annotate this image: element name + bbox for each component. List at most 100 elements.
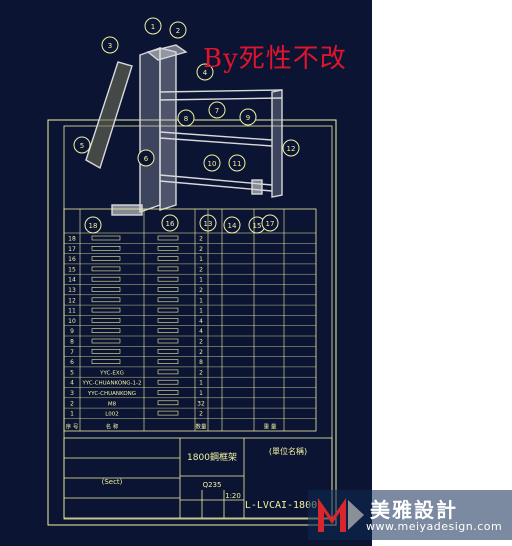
- m-mark-icon: [318, 498, 346, 532]
- bom-part-placeholder: [91, 338, 121, 344]
- bom-material-placeholder: [157, 410, 179, 416]
- callout-7: 7: [208, 101, 226, 119]
- bom-row-number: 2: [70, 400, 74, 407]
- bom-material-placeholder: [157, 266, 179, 272]
- left-post: [139, 47, 161, 213]
- bom-material-placeholder: [157, 400, 179, 406]
- callout-label: 6: [144, 155, 149, 163]
- bom-row-number: 17: [68, 246, 76, 253]
- logo-brand: 美雅設計: [370, 498, 458, 522]
- bom-qty: 32: [197, 400, 205, 407]
- bom-material-placeholder: [157, 390, 179, 395]
- bom-material-placeholder: [157, 359, 179, 364]
- middle-beam-edge: [159, 137, 273, 147]
- callout-label: 12: [287, 145, 296, 153]
- bom-part-placeholder: [91, 287, 121, 292]
- bom-qty: 2: [199, 266, 203, 273]
- callout-8: 8: [177, 109, 195, 127]
- unit-label: (單位名稱): [269, 446, 307, 456]
- bom-part-placeholder: [91, 266, 121, 272]
- bom-material-placeholder: [157, 379, 179, 385]
- bom-qty: 2: [199, 246, 203, 253]
- callout-label: 11: [233, 160, 242, 168]
- callout-17: 17: [261, 214, 279, 232]
- callout-16: 16: [161, 214, 179, 232]
- callout-14: 14: [223, 216, 241, 234]
- bom-row-number: 6: [70, 359, 74, 366]
- callout-label: 1: [151, 23, 155, 31]
- callout-label: 15: [253, 222, 262, 230]
- bom-part-placeholder: [91, 297, 121, 303]
- bom-header-label: 序 号: [66, 422, 79, 430]
- bom-material-placeholder: [157, 246, 179, 251]
- drawing-name: 1800鋼框架: [187, 451, 237, 463]
- bom-header-label: 名 称: [106, 422, 119, 430]
- bom-row-number: 15: [68, 266, 76, 273]
- bom-row-number: 7: [70, 349, 74, 356]
- bom-material-placeholder: [157, 307, 179, 313]
- callout-label: 8: [184, 115, 188, 123]
- bom-part-name: YYC-CHUANKONG: [87, 391, 136, 397]
- bom-qty: 2: [199, 411, 203, 418]
- right-post: [271, 89, 283, 198]
- callout-2: 2: [169, 21, 187, 39]
- bom-material-placeholder: [157, 328, 179, 334]
- bom-qty: 4: [199, 328, 203, 335]
- callout-11: 11: [228, 154, 246, 172]
- bom-row-number: 9: [70, 328, 74, 335]
- callout-5: 5: [73, 136, 91, 154]
- bom-row-number: 4: [70, 380, 74, 387]
- bom-header-label: 重 量: [264, 422, 277, 430]
- material-value: Q235: [203, 481, 222, 489]
- bom-qty: 4: [199, 318, 203, 325]
- callout-label: 5: [80, 142, 84, 150]
- callout-label: 10: [208, 160, 217, 168]
- bom-qty: 8: [199, 359, 203, 366]
- callout-label: 17: [266, 220, 275, 228]
- bom-part-placeholder: [91, 359, 121, 364]
- callout-label: 7: [215, 107, 219, 115]
- bom-part-placeholder: [91, 235, 121, 241]
- bom-material-placeholder: [157, 235, 179, 241]
- callout-18: 18: [84, 216, 102, 234]
- logo-url: www.meiyadesign.com: [366, 520, 503, 533]
- left-panel: [85, 61, 133, 170]
- bom-qty: 1: [199, 256, 203, 263]
- bom-row-number: 3: [70, 390, 74, 397]
- bom-material-placeholder: [157, 338, 179, 344]
- bom-qty: 2: [199, 236, 203, 243]
- callout-4: 4: [196, 63, 214, 81]
- callout-label: 9: [246, 114, 250, 122]
- callout-label: 16: [166, 220, 175, 228]
- bom-row-number: 13: [68, 287, 76, 294]
- bom-qty: 1: [199, 308, 203, 315]
- callout-label: 4: [203, 69, 208, 77]
- title-block: [63, 437, 333, 519]
- callout-10: 10: [203, 154, 221, 172]
- middle-beam: [159, 131, 273, 141]
- bom-material-placeholder: [157, 276, 179, 282]
- drawing-frame-outer: [47, 119, 337, 526]
- callout-1: 1: [144, 17, 162, 35]
- bom-material-placeholder: [157, 256, 179, 261]
- callout-3: 3: [101, 36, 119, 54]
- bom-row-number: 14: [68, 277, 76, 284]
- bom-part-placeholder: [91, 256, 121, 261]
- callout-9: 9: [239, 108, 257, 126]
